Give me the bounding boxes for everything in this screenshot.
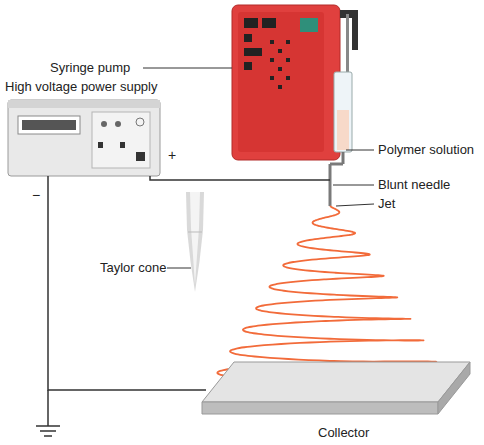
node-label: Syringe pump bbox=[50, 61, 130, 75]
wire bbox=[150, 176, 330, 180]
wire bbox=[48, 176, 206, 390]
part-label: Blunt needle bbox=[378, 178, 450, 192]
power-supply: High voltage power supply bbox=[8, 100, 160, 176]
power-supply-drawing bbox=[8, 100, 160, 176]
terminal-sign: − bbox=[32, 188, 40, 202]
jet-spiral bbox=[217, 206, 436, 383]
collector-plate: Collector bbox=[198, 360, 472, 418]
syringe-pump-drawing bbox=[232, 5, 358, 206]
part-label: Polymer solution bbox=[378, 143, 474, 157]
terminal-sign: + bbox=[168, 148, 176, 162]
part-label: Taylor cone bbox=[100, 261, 166, 275]
collector-shape bbox=[198, 360, 472, 418]
leader-lines bbox=[143, 68, 374, 268]
ground-symbol bbox=[36, 390, 60, 436]
syringe-pump: Syringe pump bbox=[228, 5, 355, 180]
node-label: Collector bbox=[318, 426, 369, 440]
node-label: High voltage power supply bbox=[5, 80, 157, 94]
taylor-cone-drawing bbox=[186, 192, 204, 292]
part-label: Jet bbox=[378, 197, 395, 211]
